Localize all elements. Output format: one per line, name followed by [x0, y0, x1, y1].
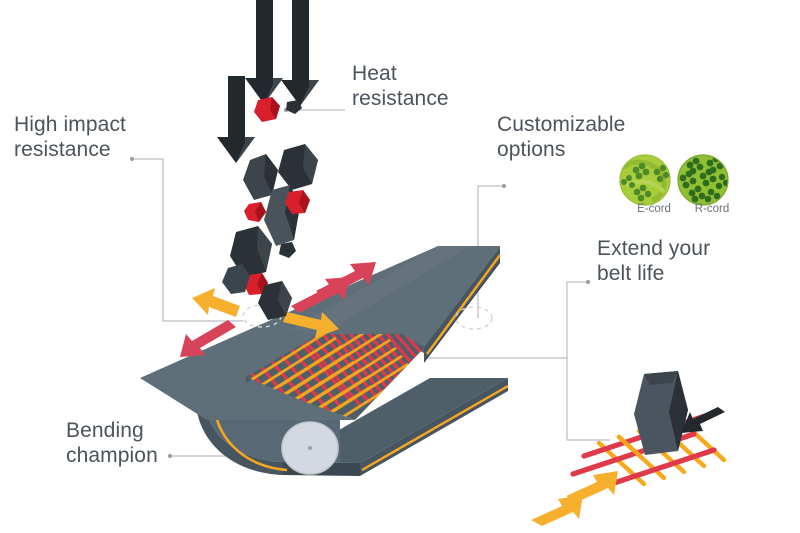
falling-arrow-shade-1 [264, 78, 283, 104]
customizable-zone-circle [455, 306, 493, 330]
impact-arrow-orange-up [192, 288, 240, 317]
falling-arrow-3 [217, 76, 255, 163]
detail-arrow-orange-2 [531, 495, 583, 526]
rock-chip-2 [279, 242, 296, 258]
detail-push-arrow [681, 407, 725, 433]
belt-lower-cord [361, 384, 509, 472]
callout-label-customizable-options: Customizable options [497, 113, 626, 161]
falling-rocks [222, 97, 318, 320]
rock-2-face [303, 144, 318, 184]
falling-arrow-2 [281, 0, 319, 106]
e-cord-ring [619, 154, 671, 206]
callout-label-high-impact: High impact resistance [14, 113, 126, 161]
callout-label-bending-champion: Bending champion [66, 419, 158, 467]
leader-extend2 [566, 358, 610, 441]
rock-6-face [278, 281, 292, 316]
e-cord-texture [620, 159, 670, 203]
cord-label-e-cord: E-cord [637, 203, 671, 215]
hot-rock-4b [257, 273, 268, 294]
callout-label-extend-belt-life: Extend your belt life [597, 237, 711, 285]
falling-arrow-shade-3 [236, 137, 255, 163]
cord-type-swatches [619, 154, 729, 206]
detail-rock-top [644, 371, 678, 385]
falling-arrow-shade-2 [300, 80, 319, 106]
impact-arrow-orange-down [283, 312, 339, 338]
callout-label-heat-resistance: Heat resistance [352, 62, 449, 110]
belt-upper-thin [424, 260, 500, 363]
pulley-rim [281, 421, 339, 475]
cord-label-r-cord: R-cord [694, 203, 730, 215]
conveyor-belt [140, 246, 509, 476]
impact-arrows [180, 262, 376, 357]
hot-rock-1b [270, 97, 280, 119]
r-cord-texture [679, 155, 728, 203]
leader-extend [425, 281, 588, 359]
rock-7 [222, 264, 250, 294]
pulley-center [308, 446, 312, 450]
rock-chip-1 [286, 100, 302, 114]
belt-upper-cordline [426, 254, 501, 355]
belt-life-detail [531, 371, 727, 526]
rock-3-face [264, 154, 278, 195]
rock-5-face [257, 226, 272, 272]
impact-arrow-red-up-far [316, 262, 376, 298]
falling-arrows [217, 0, 319, 163]
detail-arrow-orange-1 [566, 471, 618, 502]
leader-high-impact [132, 158, 243, 322]
belt-lower-side [360, 378, 508, 476]
belt-top-highlight [290, 246, 470, 330]
impact-arrow-red-down [180, 320, 236, 357]
falling-arrow-1 [245, 0, 283, 104]
detail-rock-right [669, 371, 688, 451]
hot-rock-3b [255, 202, 266, 222]
hot-rock-2b [299, 190, 310, 213]
r-cord-ring [677, 154, 729, 206]
